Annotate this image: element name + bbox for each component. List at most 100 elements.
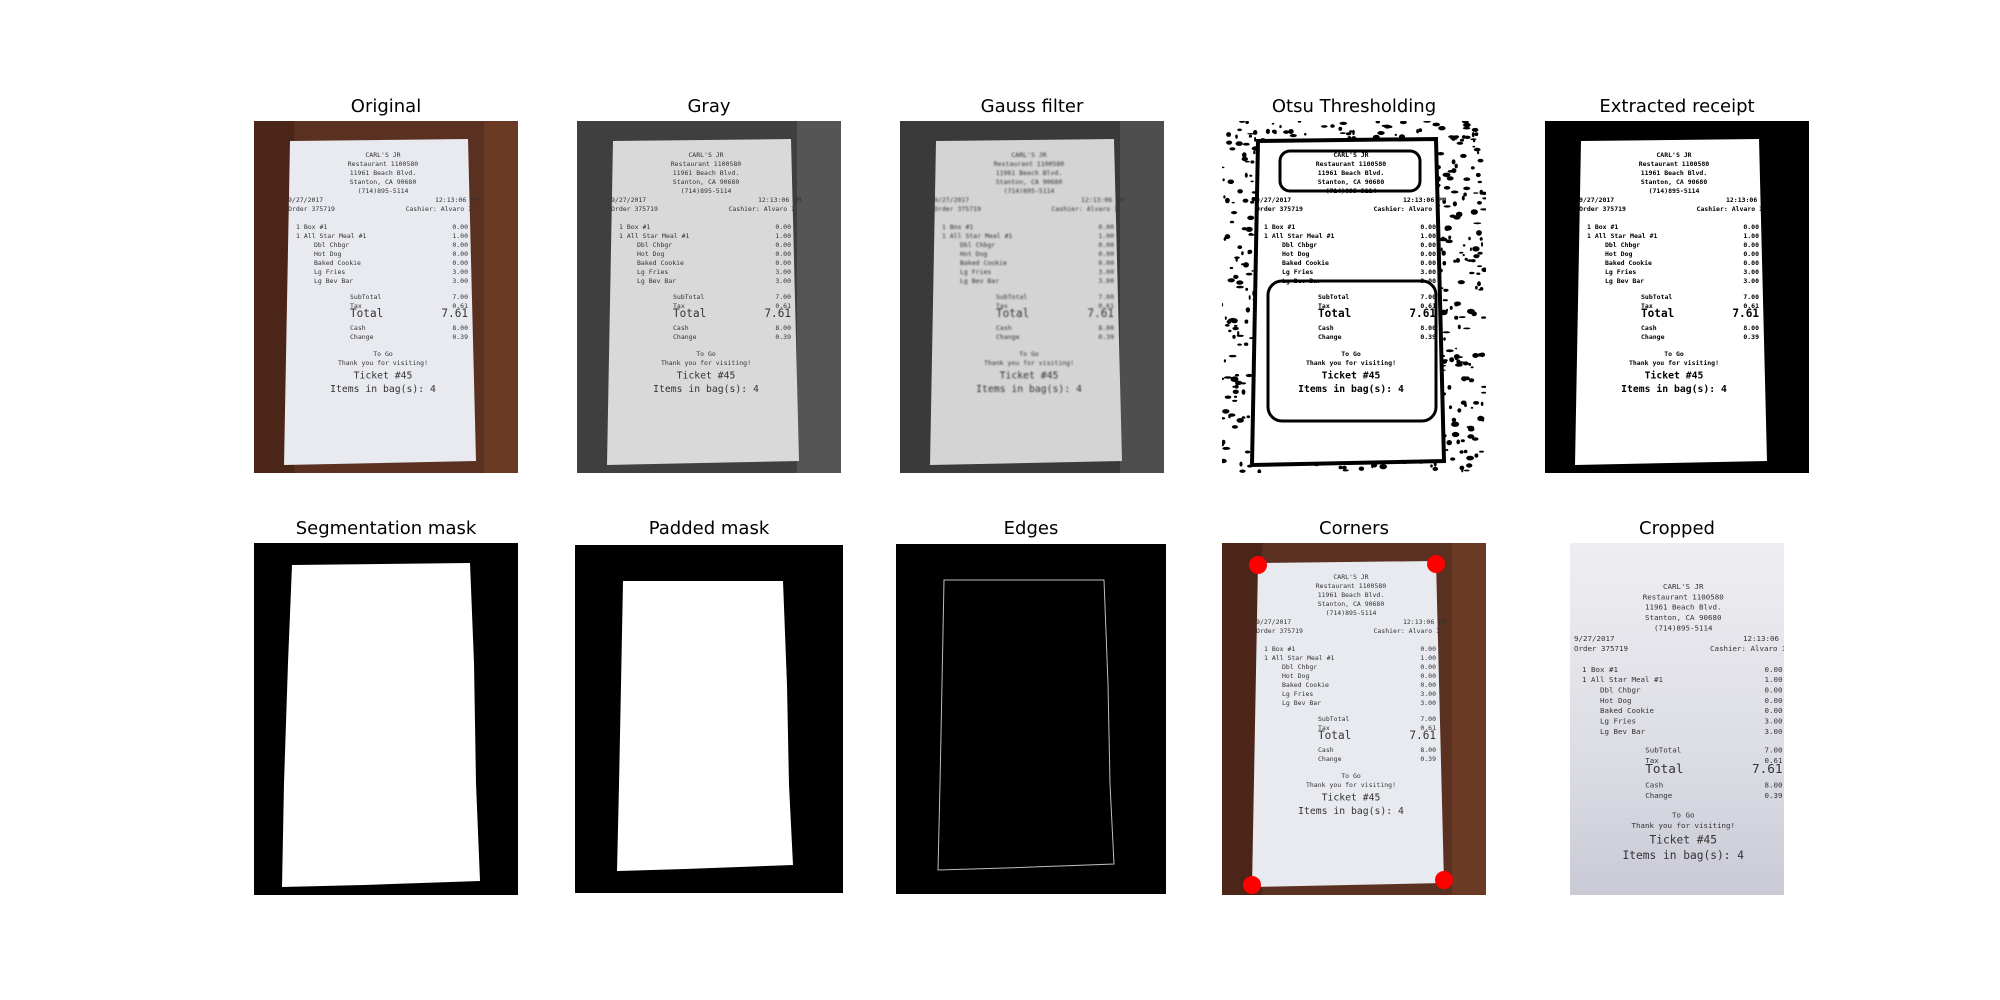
gauss-image: CARL'S JRRestaurant 110058011961 Beach B…: [900, 121, 1164, 473]
receipt-item-name: Hot Dog: [314, 250, 341, 258]
noise-speck: [1222, 447, 1230, 450]
noise-speck: [1377, 131, 1384, 135]
noise-speck: [1223, 195, 1225, 198]
noise-speck: [1250, 160, 1254, 163]
noise-speck: [1472, 128, 1479, 132]
receipt-item-name: 1 All Star Meal #1: [619, 232, 690, 240]
receipt-item-name: 1 All Star Meal #1: [1582, 675, 1663, 684]
receipt-item-price: 0.00: [1743, 241, 1759, 249]
noise-speck: [1240, 335, 1244, 337]
receipt-item-price: 3.00: [1098, 268, 1114, 276]
noise-speck: [1237, 344, 1242, 346]
noise-speck: [1481, 402, 1484, 406]
noise-speck: [1463, 193, 1467, 197]
receipt-header-line: 11961 Beach Blvd.: [350, 169, 417, 177]
receipt-header-line: (714)895-5114: [1004, 187, 1055, 195]
receipt-header-line: (714)895-5114: [681, 187, 732, 195]
noise-speck: [1382, 125, 1390, 127]
receipt-item-price: 1.00: [1765, 675, 1783, 684]
receipt-total-price: 7.00: [1743, 293, 1759, 301]
noise-speck: [1454, 316, 1457, 319]
noise-speck: [1478, 159, 1484, 163]
receipt-header-line: 11961 Beach Blvd.: [996, 169, 1063, 177]
receipt-item-price: 1.00: [452, 232, 468, 240]
receipt-item-name: Hot Dog: [960, 250, 987, 258]
receipt-total-name: Total: [996, 307, 1029, 320]
noise-speck: [1455, 303, 1459, 306]
noise-speck: [1234, 325, 1238, 327]
panel-otsu: CARL'S JRRestaurant 110058011961 Beach B…: [1222, 121, 1486, 473]
receipt-item-price: 0.00: [1743, 259, 1759, 267]
receipt-item-price: 1.00: [1743, 232, 1759, 240]
receipt-total-price: 8.00: [1420, 324, 1436, 332]
receipt-time: 12:13:06 PM: [1403, 618, 1446, 626]
title-gray: Gray: [577, 96, 841, 117]
noise-speck: [1471, 209, 1478, 215]
noise-speck: [1462, 135, 1466, 139]
noise-speck: [1463, 177, 1470, 181]
noise-speck: [1246, 273, 1253, 276]
receipt-item-name: Baked Cookie: [960, 259, 1007, 267]
noise-speck: [1443, 173, 1451, 177]
receipt-item-price: 3.00: [775, 268, 791, 276]
noise-speck: [1470, 138, 1476, 140]
receipt-total-price: 7.00: [775, 293, 791, 301]
receipt-header-line: Restaurant 1100580: [1316, 582, 1387, 590]
receipt-item-price: 3.00: [1420, 690, 1436, 698]
noise-speck: [1455, 363, 1463, 366]
receipt-footer-line: Thank you for visiting!: [984, 359, 1074, 367]
receipt-item-price: 0.00: [1743, 223, 1759, 231]
noise-speck: [1224, 376, 1232, 378]
noise-speck: [1247, 415, 1251, 418]
corners-image: CARL'S JRRestaurant 110058011961 Beach B…: [1222, 543, 1486, 895]
receipt-total-price: 7.61: [1409, 307, 1436, 320]
receipt-order: Order 375719: [934, 205, 981, 213]
noise-speck: [1460, 139, 1464, 142]
noise-speck: [1444, 186, 1450, 190]
noise-speck: [1463, 127, 1470, 130]
receipt-cashier: Cashier: Alvaro I: [1696, 205, 1763, 213]
receipt-item-price: 3.00: [1743, 277, 1759, 285]
noise-speck: [1463, 156, 1465, 158]
receipt-header-line: (714)895-5114: [1326, 609, 1377, 617]
receipt-header-line: CARL'S JR: [1656, 151, 1691, 159]
receipt-total-name: Change: [1318, 755, 1342, 763]
receipt-total-name: Total: [673, 307, 706, 320]
noise-speck: [1473, 222, 1481, 224]
panel-segmentation: [254, 543, 518, 895]
noise-speck: [1232, 335, 1235, 339]
receipt-header-line: 11961 Beach Blvd.: [1318, 591, 1385, 599]
receipt-total-name: Cash: [1318, 324, 1334, 332]
receipt-header-line: Stanton, CA 90680: [996, 178, 1063, 186]
receipt-cashier: Cashier: Alvaro I: [1373, 627, 1440, 635]
cropped-image: CARL'S JRRestaurant 110058011961 Beach B…: [1570, 543, 1784, 895]
receipt-header-line: Stanton, CA 90680: [1318, 600, 1385, 608]
noise-speck: [1472, 146, 1475, 148]
noise-speck: [1237, 189, 1243, 193]
noise-speck: [1244, 343, 1248, 346]
noise-speck: [1467, 434, 1474, 438]
receipt-item-price: 1.00: [1098, 232, 1114, 240]
noise-speck: [1233, 275, 1238, 279]
receipt-total-price: 8.00: [1765, 781, 1783, 790]
noise-speck: [1474, 148, 1481, 152]
noise-speck: [1463, 328, 1470, 330]
receipt-item-price: 0.00: [1420, 645, 1436, 653]
noise-speck: [1451, 422, 1459, 427]
receipt-item-name: Dbl Chbgr: [314, 241, 349, 249]
noise-speck: [1451, 191, 1459, 194]
noise-speck: [1467, 309, 1475, 314]
noise-speck: [1472, 132, 1475, 137]
noise-speck: [1463, 187, 1470, 191]
padded-mask: [575, 545, 843, 893]
receipt-total-name: Change: [350, 333, 374, 341]
noise-speck: [1249, 135, 1252, 138]
receipt-item-price: 0.00: [1098, 223, 1114, 231]
noise-speck: [1239, 462, 1242, 467]
receipt-item-price: 0.00: [1765, 686, 1783, 695]
noise-speck: [1239, 470, 1245, 473]
receipt-header-line: 11961 Beach Blvd.: [1318, 169, 1385, 177]
original-image: CARL'S JRRestaurant 110058011961 Beach B…: [254, 121, 518, 473]
receipt-footer-line: Ticket #45: [1322, 369, 1381, 381]
noise-speck: [1447, 176, 1454, 180]
